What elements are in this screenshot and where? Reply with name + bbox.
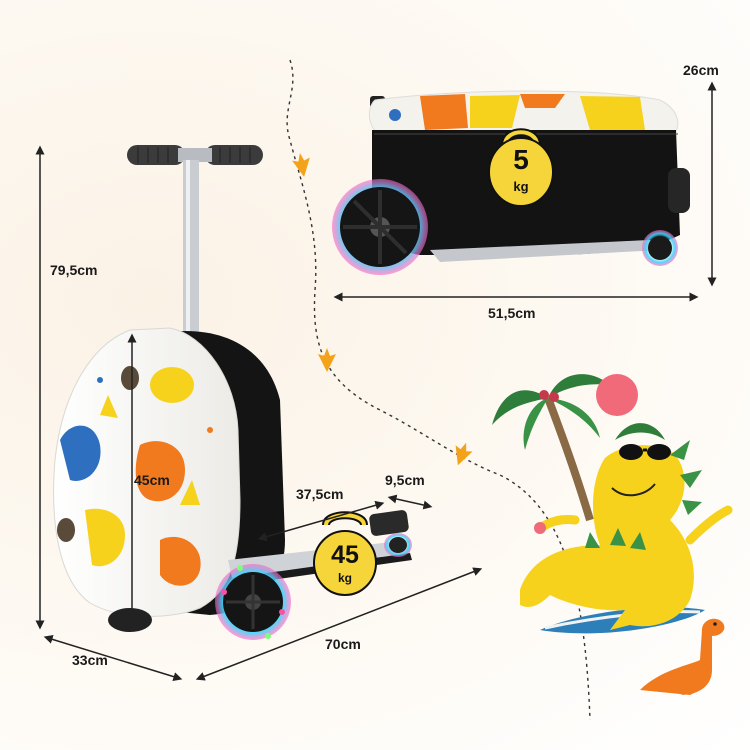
deck-length-label: 37,5cm <box>296 486 344 502</box>
case-length-label: 51,5cm <box>488 305 536 321</box>
dino-footprint-icon <box>292 153 310 177</box>
case-height-label: 26cm <box>683 62 719 78</box>
sunglasses-icon <box>619 444 671 460</box>
case-weight-value: 5 <box>513 144 529 175</box>
total-length-label: 70cm <box>325 636 361 652</box>
total-height-label: 79,5cm <box>50 262 98 278</box>
dino-footprint-icon <box>455 442 473 466</box>
dino-footprint-icon <box>318 348 336 372</box>
load-weight-unit: kg <box>337 571 352 585</box>
dino-surfer-illustration <box>492 374 733 695</box>
palm-tree-icon <box>492 374 610 522</box>
kettlebell-icon <box>488 128 554 207</box>
base-depth-label: 33cm <box>72 652 108 668</box>
deck-width-label: 9,5cm <box>385 472 425 488</box>
suitcase-height-label: 45cm <box>134 472 170 488</box>
load-weight-value: 45 <box>331 541 359 569</box>
case-weight-unit: kg <box>513 179 529 194</box>
dimension-arrows <box>35 81 717 681</box>
